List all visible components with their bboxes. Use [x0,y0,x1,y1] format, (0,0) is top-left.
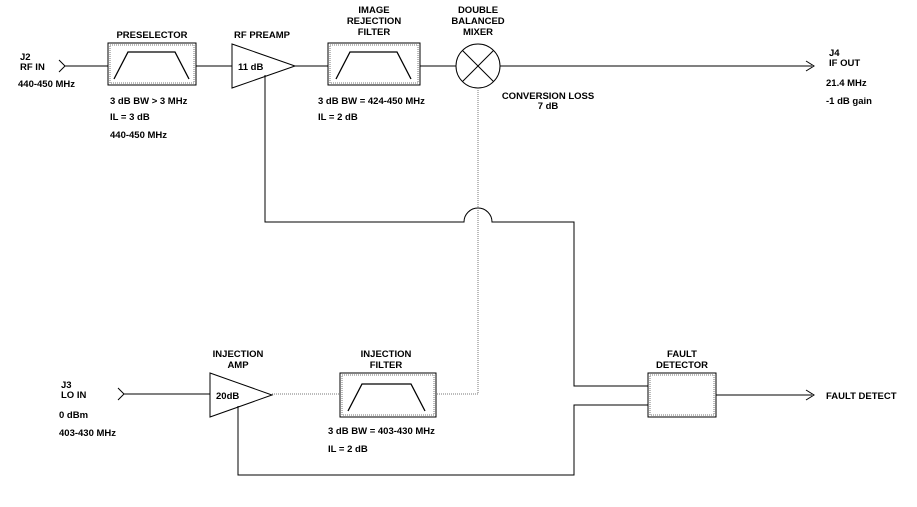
injection-filter-spec-il: IL = 2 dB [328,444,368,455]
image-filter-spec-bw: 3 dB BW = 424-450 MHz [318,96,425,107]
j2-freq: 440-450 MHz [18,79,75,90]
injection-amp-amplifier-icon [209,372,274,418]
image-filter-spec-il: IL = 2 dB [318,112,358,123]
injection-filter-title-1: INJECTION [361,349,412,360]
preselector-spec-il: IL = 3 dB [110,112,150,123]
preselector-spec-freq: 440-450 MHz [110,130,167,141]
image-filter-title-3: FILTER [358,27,391,38]
fault-detector-title-1: FAULT [667,349,697,360]
injection-amp-title-2: AMP [227,360,249,371]
j3-name: LO IN [61,390,86,401]
mixer-loss-value: 7 dB [538,101,559,112]
fault-detect-label: FAULT DETECT [826,391,897,402]
j3-connector-icon [117,387,125,401]
bandpass-icon [335,51,412,80]
injection-amp-title-1: INJECTION [213,349,264,360]
j4-id: J4 [829,48,840,59]
fault-detector-block [647,372,717,418]
j2-name: RF IN [20,62,45,73]
injection-filter-title-2: FILTER [370,360,403,371]
injection-amp-gain: 20dB [216,391,239,402]
rf-preamp-gain: 11 dB [238,62,263,73]
mixer-title-3: MIXER [463,27,493,38]
rf-preamp-amplifier-icon [231,43,297,89]
wire-preamp-faultdetector [264,75,648,387]
arrowhead-icon [805,389,815,401]
injection-filter-block [339,372,437,418]
j3-id: J3 [61,380,72,391]
fault-detector-title-2: DETECTOR [656,360,708,371]
wire-injectionamp-faultdetector [237,404,648,476]
arrowhead-icon [805,60,815,72]
image-filter-block [327,42,421,86]
j3-level: 0 dBm [59,410,88,421]
image-filter-title-1: IMAGE [358,5,389,16]
preselector-spec-bw: 3 dB BW > 3 MHz [110,96,188,107]
injection-filter-spec-bw: 3 dB BW = 403-430 MHz [328,426,435,437]
rf-preamp-title: RF PREAMP [234,30,291,41]
j4-freq: 21.4 MHz [826,78,867,89]
bandpass-icon [347,383,426,412]
mixer-loss-label: CONVERSION LOSS [502,91,594,102]
j2-id: J2 [20,52,31,63]
j2-connector-icon [58,59,66,73]
j4-name: IF OUT [829,58,860,69]
mixer-title-2: BALANCED [451,16,504,27]
bandpass-icon [113,51,190,80]
j4-gain: -1 dB gain [826,96,872,107]
preselector-title: PRESELECTOR [116,30,187,41]
mixer-title-1: DOUBLE [458,5,498,16]
j3-freq: 403-430 MHz [59,428,116,439]
image-filter-title-2: REJECTION [347,16,402,27]
